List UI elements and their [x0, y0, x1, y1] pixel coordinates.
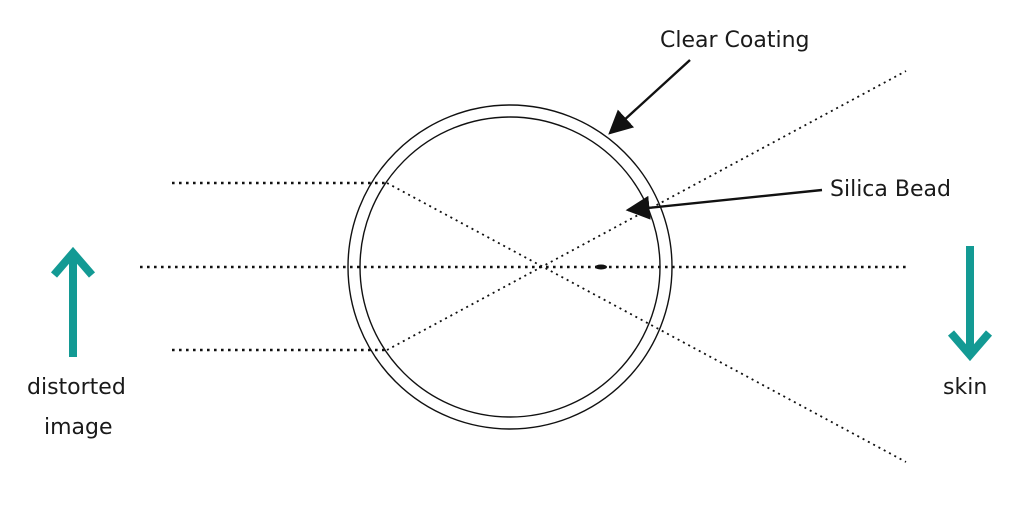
arrow-up-icon [50, 246, 96, 357]
clear-coating-pointer [608, 59, 691, 135]
silica-bead-circle [359, 116, 661, 418]
distorted-label: distorted [27, 375, 126, 400]
silica-bead-label: Silica Bead [830, 177, 951, 202]
ray-top-refracted [386, 182, 907, 463]
clear-coating-label: Clear Coating [660, 28, 809, 53]
arrow-down-icon [947, 246, 993, 362]
image-label: image [44, 415, 113, 440]
silica-bead-pointer [625, 188, 823, 220]
skin-label: skin [943, 375, 987, 400]
focal-point [595, 264, 607, 270]
ray-bottom-refracted [386, 70, 907, 351]
